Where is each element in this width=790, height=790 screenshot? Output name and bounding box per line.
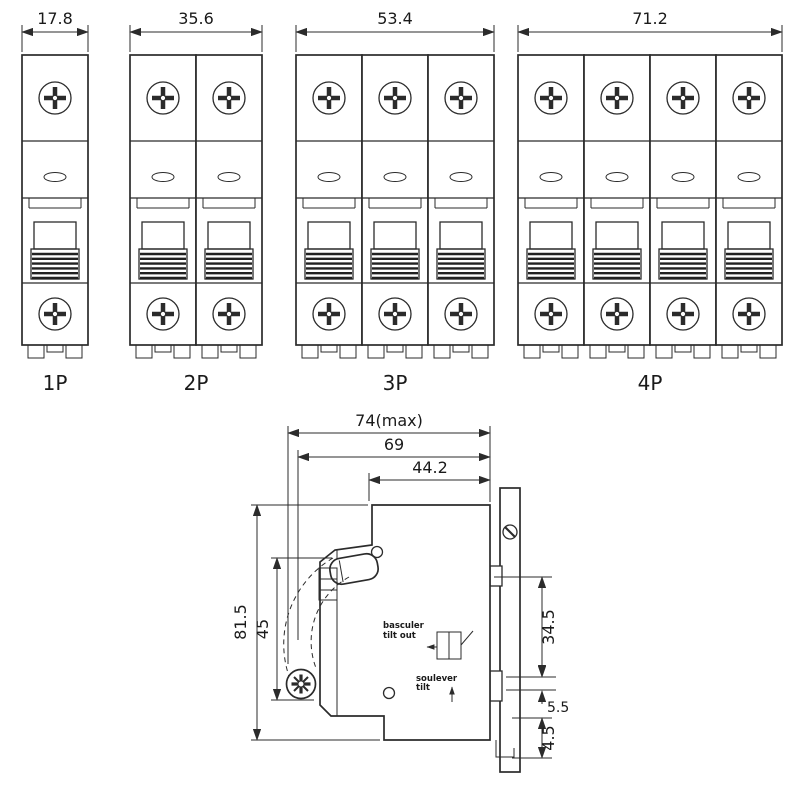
dim-label-overall-height: 81.5 (231, 604, 250, 640)
dim-width-3p: 53.4 (295, 9, 495, 52)
clip-lever (495, 740, 515, 758)
dim-overall-depth: 74(max) (287, 411, 491, 664)
dim-width-2p: 35.6 (129, 9, 263, 52)
swing-arc-outer (283, 557, 334, 685)
dim-label-width-1p: 17.8 (37, 9, 73, 28)
clip-mechanism-detail (426, 630, 474, 702)
terminal-screw-side (285, 668, 317, 700)
pole-count-label-4p: 4P (638, 371, 663, 395)
dim-width-4p: 71.2 (517, 9, 783, 52)
dim-clip-extension: 4.5 (512, 717, 558, 759)
toggle-handle-side (329, 552, 379, 586)
side-view: basculer tilt out soulever tilt 74(max) … (231, 411, 569, 773)
dim-label-width-3p: 53.4 (377, 9, 413, 28)
pole-count-label-2p: 2P (184, 371, 209, 395)
dim-label-width-2p: 35.6 (178, 9, 214, 28)
rail-hook-top (489, 565, 503, 587)
dim-front-height: 45 (253, 557, 332, 701)
dim-label-depth-without-handle: 69 (384, 435, 404, 454)
dim-rail-gap: 5.5 (506, 663, 569, 716)
dim-label-overall-depth: 74(max) (355, 411, 423, 430)
dim-overall-height: 81.5 (231, 504, 380, 741)
front-view-1p: 17.8 1P (22, 9, 88, 395)
dim-label-width-4p: 71.2 (632, 9, 668, 28)
annotation-lift-fr: soulever (416, 674, 458, 684)
pole-count-label-3p: 3P (383, 371, 408, 395)
annotation-tilt-en: tilt out (383, 631, 416, 641)
rivet-bottom (382, 686, 396, 700)
pole-count-label-1p: 1P (43, 371, 68, 395)
front-view-3p: 53.4 3P (296, 9, 494, 395)
rail-clip-bottom (489, 670, 503, 702)
front-view-2p: 35.6 2P (130, 9, 262, 395)
terminal-detail-upper (318, 567, 338, 601)
dim-label-clip-extension: 4.5 (539, 725, 558, 750)
annotation-tilt-fr: basculer (383, 621, 425, 631)
dim-rail-zone-height: 34.5 (494, 576, 558, 678)
dim-depth-without-handle: 69 (297, 435, 491, 640)
dim-label-rail-zone-height: 34.5 (539, 609, 558, 645)
dim-width-1p: 17.8 (21, 9, 89, 52)
din-rail (489, 487, 521, 773)
dim-front-depth: 44.2 (368, 458, 491, 501)
annotation-lift-en: tilt (416, 683, 430, 693)
front-view-4p: 71.2 4P (518, 9, 782, 395)
dim-label-rail-gap: 5.5 (547, 700, 569, 716)
dim-label-front-depth: 44.2 (412, 458, 448, 477)
rail-screw (502, 524, 518, 540)
rivet-top (370, 545, 384, 559)
dim-label-front-height: 45 (253, 619, 272, 639)
swing-arc-inner (310, 576, 350, 669)
